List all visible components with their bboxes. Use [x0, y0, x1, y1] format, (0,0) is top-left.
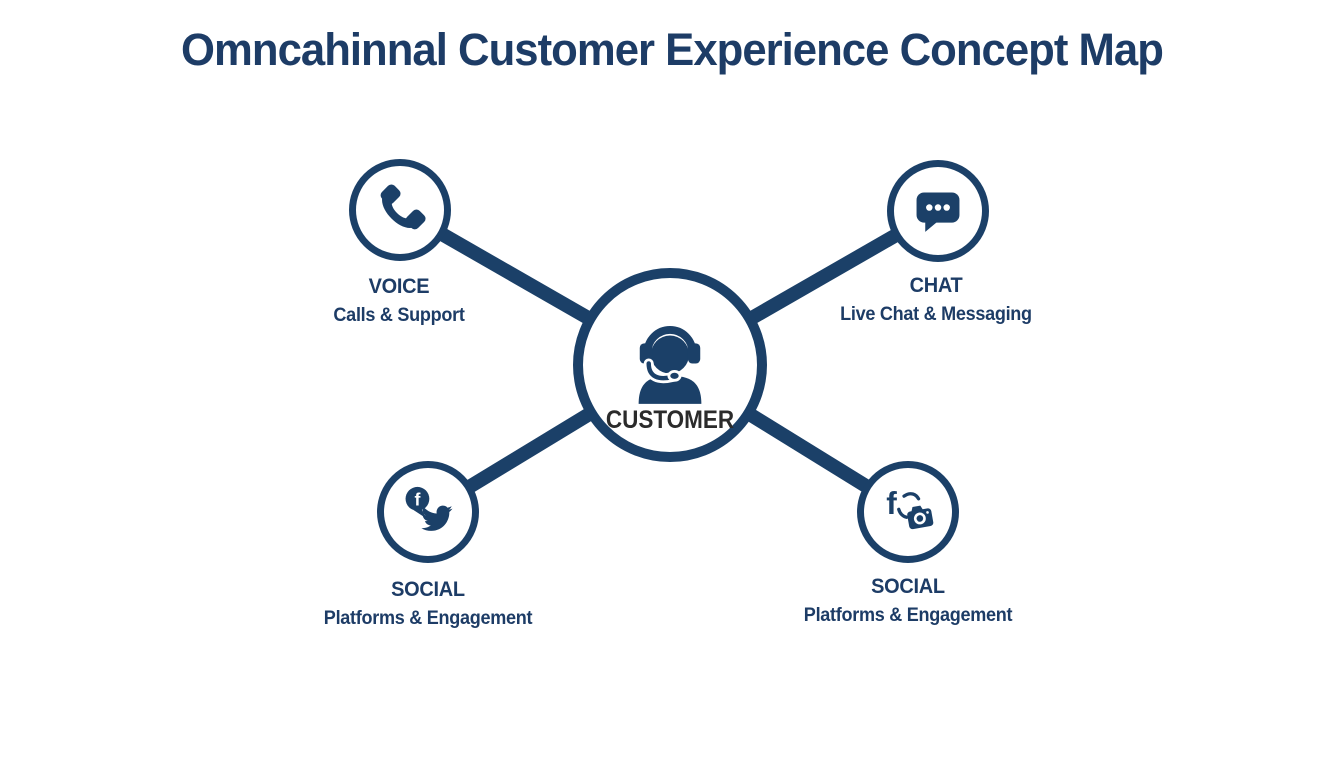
node-voice	[349, 159, 451, 261]
voice-sublabel: Calls & Support	[333, 305, 465, 326]
center-node-label: CUSTOMER	[605, 406, 735, 434]
social-left-label: SOCIAL	[391, 578, 465, 601]
social-left-labels: SOCIAL Platforms & Engagement	[268, 578, 588, 630]
twitter-bird-glyph	[421, 505, 453, 531]
facebook-twitter-icon: f	[405, 486, 453, 531]
chat-sublabel: Live Chat & Messaging	[840, 304, 1032, 325]
node-social-left: f	[377, 461, 479, 563]
swoosh-dash-bottom	[897, 507, 909, 519]
facebook-f-glyph: f	[414, 489, 420, 509]
camera-glyph	[907, 505, 934, 530]
voice-label: VOICE	[368, 275, 430, 298]
swoosh-dash-top	[902, 492, 921, 501]
chat-label: CHAT	[909, 274, 963, 297]
page-title: Omncahinnal Customer Experience Concept …	[181, 24, 1164, 75]
node-social-right: f	[857, 461, 959, 563]
social-right-label: SOCIAL	[871, 575, 945, 598]
social-left-sublabel: Platforms & Engagement	[323, 608, 533, 629]
facebook-f-glyph: f	[886, 485, 897, 521]
chat-labels: CHAT Live Chat & Messaging	[776, 274, 1096, 326]
chat-bubble-icon	[916, 192, 960, 232]
center-node-customer: CUSTOMER	[573, 268, 767, 462]
social-right-labels: SOCIAL Platforms & Engagement	[748, 575, 1068, 627]
phone-icon	[380, 184, 426, 230]
facebook-camera-icon: f	[886, 485, 934, 530]
voice-labels: VOICE Calls & Support	[239, 275, 559, 327]
headset-agent-icon	[638, 326, 702, 404]
node-chat	[887, 160, 989, 262]
social-right-sublabel: Platforms & Engagement	[803, 605, 1013, 626]
